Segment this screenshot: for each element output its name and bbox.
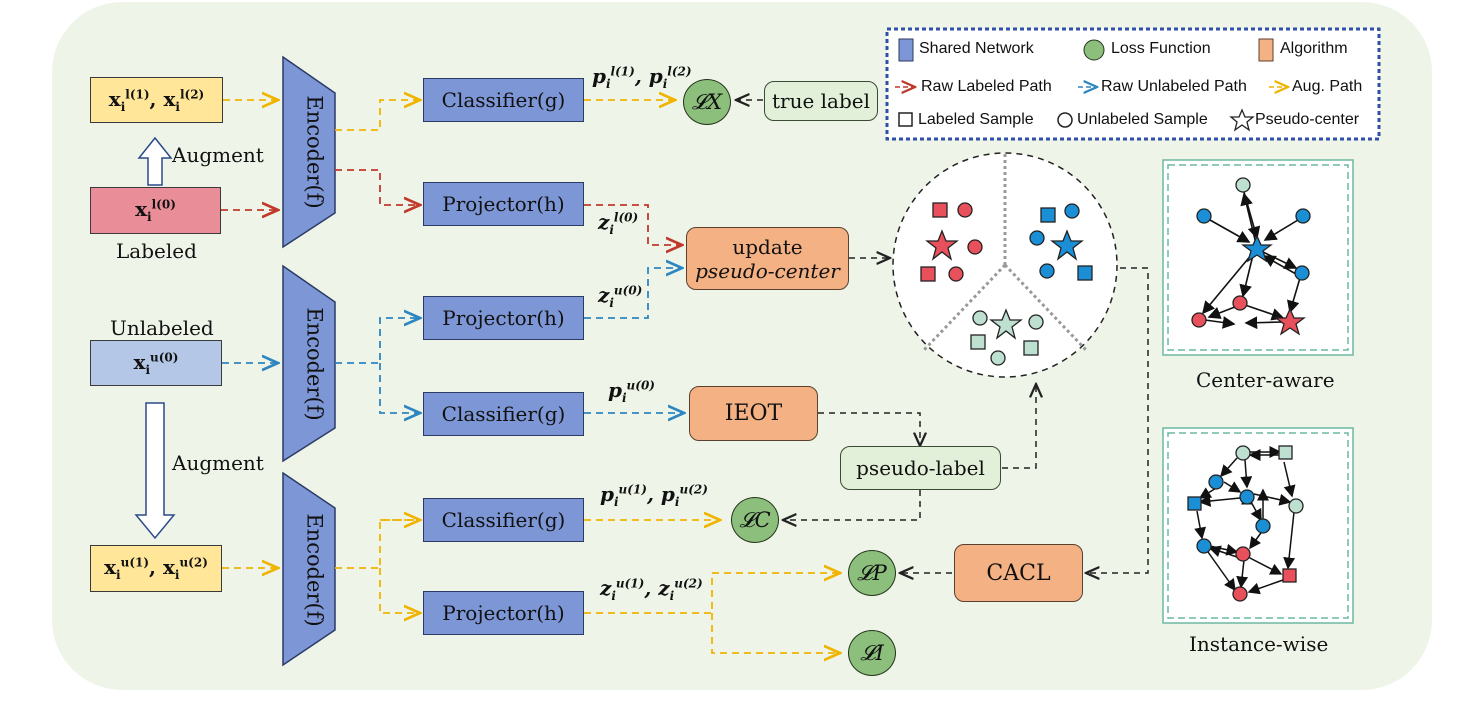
black-paths: [736, 100, 1149, 573]
legend-raw-labeled-path: Raw Labeled Path: [921, 78, 1052, 95]
loss-lc: 𝓛C: [731, 497, 779, 543]
unlabeled-augmented-input: xiu(1), xiu(2): [90, 545, 222, 592]
legend-raw-unlabeled-path: Raw Unlabeled Path: [1101, 78, 1247, 95]
update-pseudo-center-box: update pseudo-center: [686, 227, 849, 290]
legend-algorithm-swatch: [1258, 38, 1274, 62]
encoder-label-2: Encoder(f): [302, 307, 327, 421]
cluster-dividers: [922, 153, 1088, 352]
loss-li: 𝓛I: [848, 630, 896, 676]
legend-star-icon: [1229, 108, 1255, 132]
labeled-label: Labeled: [116, 239, 197, 263]
projector-box-3: Projector(h): [423, 591, 584, 635]
p-aug-label: piu(1), piu(2): [600, 482, 708, 509]
loss-lx: 𝓛X: [683, 79, 731, 125]
encoder-shape-1: [282, 55, 336, 249]
z-labeled-label: zil(0): [598, 210, 639, 237]
projector-box-2: Projector(h): [423, 296, 584, 340]
augment-label-bottom: Augment: [172, 451, 264, 475]
legend-algorithm: Algorithm: [1280, 40, 1348, 57]
legend-shared-swatch: [898, 38, 914, 62]
legend-labeled-sample: Labeled Sample: [918, 111, 1034, 128]
legend-pseudo-center: Pseudo-center: [1255, 111, 1360, 128]
projector-box-1: Projector(h): [423, 182, 584, 226]
labeled-raw-input: xil(0): [90, 187, 221, 234]
legend-square-icon: [898, 112, 913, 127]
classifier-box-3: Classifier(g): [423, 498, 584, 542]
loss-lp: 𝓛P: [848, 550, 896, 596]
legend-box: [885, 27, 1381, 141]
aug-paths: [222, 100, 840, 653]
encoder-shape-2: [282, 264, 336, 463]
pseudo-label-box: pseudo-label: [840, 446, 1001, 490]
instance-wise-caption: Instance-wise: [1189, 632, 1329, 656]
legend-loss-swatch: [1083, 39, 1105, 61]
classifier-box-2: Classifier(g): [423, 392, 584, 436]
classifier-box-1: Classifier(g): [423, 78, 584, 122]
legend-circle-icon: [1057, 112, 1073, 128]
z-aug-label: ziu(1), ziu(2): [600, 576, 703, 603]
augment-arrow-down: [134, 402, 176, 540]
update-line2: pseudo-center: [695, 258, 840, 283]
legend-unlabeled-sample: Unlabeled Sample: [1077, 111, 1208, 128]
center-aware-frame-inner: [1167, 164, 1349, 351]
instance-wise-frame-inner: [1167, 432, 1349, 619]
p-labeled-label: pil(1), pil(2): [592, 64, 692, 91]
legend-loss-function: Loss Function: [1111, 40, 1211, 57]
cluster-samples: [920, 202, 1093, 366]
background-panel: [52, 2, 1432, 690]
p-unlabeled-label: piu(0): [608, 378, 655, 405]
center-aware-caption: Center-aware: [1196, 368, 1335, 392]
labeled-paths: [221, 169, 682, 245]
ieot-box: IEOT: [689, 386, 818, 441]
legend-shared-network: Shared Network: [919, 40, 1034, 57]
center-aware-edges: [1201, 191, 1301, 330]
encoder-label-3: Encoder(f): [302, 513, 327, 627]
encoder-label-1: Encoder(f): [302, 95, 327, 209]
center-aware-frame-outer: [1162, 159, 1354, 356]
augment-arrow-up: [137, 136, 173, 186]
true-label-box: true label: [764, 81, 878, 121]
center-aware-nodes: [1191, 177, 1311, 336]
z-unlabeled-label: ziu(0): [598, 283, 643, 310]
instance-wise-nodes: [1187, 445, 1304, 602]
encoder-shape-3: [282, 471, 336, 667]
augment-label-top: Augment: [172, 143, 264, 167]
cacl-box: CACL: [954, 544, 1083, 602]
update-line1: update: [732, 234, 803, 259]
unlabeled-label: Unlabeled: [110, 316, 214, 340]
unlabeled-paths: [222, 268, 684, 413]
legend-aug-path: Aug. Path: [1292, 78, 1363, 95]
unlabeled-raw-input: xiu(0): [90, 340, 222, 386]
labeled-augmented-input: xil(1), xil(2): [90, 77, 223, 123]
